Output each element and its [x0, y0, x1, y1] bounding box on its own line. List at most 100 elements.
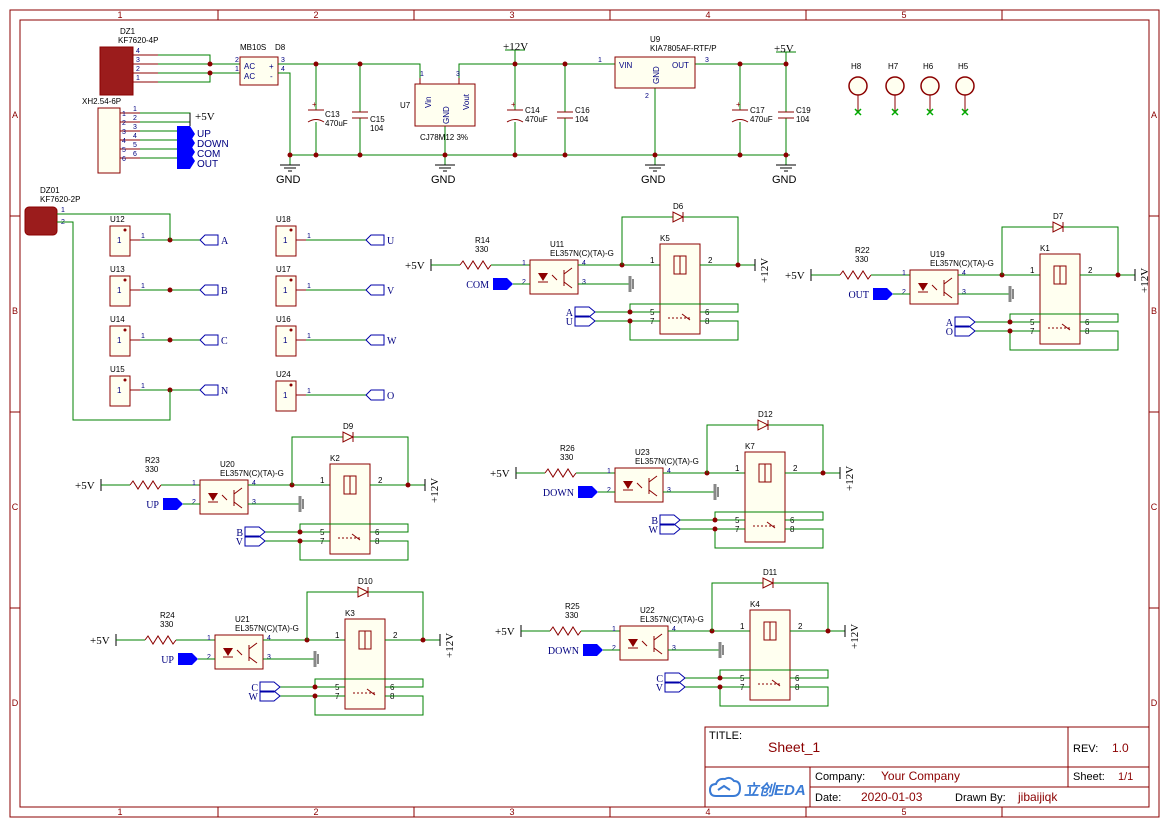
- svg-text:1: 1: [61, 207, 65, 214]
- net-label: A: [946, 318, 954, 329]
- svg-text:1: 1: [117, 286, 122, 295]
- row-label: B: [12, 306, 18, 316]
- net-label: A: [221, 236, 229, 247]
- resistor-ref: R22: [855, 246, 870, 255]
- svg-text:1: 1: [283, 286, 288, 295]
- net-label: W: [249, 692, 259, 703]
- d8-pin-ac: AC: [244, 72, 255, 81]
- mounting-hole: H8: [848, 62, 868, 116]
- col-label: 2: [313, 10, 318, 20]
- u9-ref: U9: [650, 35, 661, 44]
- diode: [357, 586, 370, 598]
- power-flag-12v: +12V: [503, 41, 528, 53]
- svg-text:1: 1: [117, 386, 122, 395]
- row-label: C: [1151, 502, 1158, 512]
- relay-ref: K1: [1040, 244, 1050, 253]
- net-flag-icon: [365, 389, 385, 401]
- gnd-label: GND: [431, 174, 456, 186]
- diode-ref: D11: [763, 568, 778, 577]
- net-label: UP: [146, 500, 159, 511]
- power-flag-5v: +5V: [495, 626, 515, 638]
- net-label: UP: [197, 129, 211, 140]
- svg-text:1: 1: [598, 57, 602, 64]
- svg-text:2: 2: [522, 279, 526, 286]
- relay-channel-k4: +5VR25330U22EL357N(C)(TA)-G1243DOWND11K4…: [495, 568, 861, 707]
- net-flag-icon: [583, 644, 603, 656]
- svg-text:2: 2: [207, 654, 211, 661]
- rev-value: 1.0: [1112, 741, 1129, 755]
- net-label: V: [236, 537, 244, 548]
- power-flag-5v: +5V: [195, 111, 215, 123]
- net-flag-icon: [578, 486, 598, 498]
- company-label: Company:: [815, 771, 865, 783]
- power-flag-12v: +12V: [1139, 268, 1151, 293]
- u9-pin-vin: VIN: [619, 61, 633, 70]
- opto-value: EL357N(C)(TA)-G: [640, 615, 704, 624]
- svg-text:2: 2: [793, 464, 798, 473]
- svg-text:1: 1: [283, 236, 288, 245]
- jumper-ref: U18: [276, 215, 291, 224]
- opto-ref: U19: [930, 250, 945, 259]
- opto-value: EL357N(C)(TA)-G: [235, 624, 299, 633]
- c15-value: 104: [370, 124, 384, 133]
- svg-text:2: 2: [378, 476, 383, 485]
- d8-ref: D8: [275, 43, 286, 52]
- svg-text:1: 1: [117, 336, 122, 345]
- u7-pin-vin: Vin: [424, 97, 433, 108]
- power-flag-5v: +5V: [75, 480, 95, 492]
- svg-text:1: 1: [136, 75, 140, 82]
- relay-ref: K5: [660, 234, 670, 243]
- svg-text:4: 4: [267, 635, 271, 642]
- col-label: 5: [901, 10, 906, 20]
- svg-text:1: 1: [307, 283, 311, 290]
- diode: [757, 419, 770, 431]
- svg-text:+: +: [511, 100, 516, 109]
- gnd-label: GND: [641, 174, 666, 186]
- logo-text: 立创EDA: [744, 781, 806, 799]
- c19-ref: C19: [796, 106, 811, 115]
- net-flag-icon: [954, 325, 976, 337]
- capacitor-c14: [506, 109, 524, 123]
- net-label: W: [387, 336, 397, 347]
- opto-ref: U22: [640, 606, 655, 615]
- c14-ref: C14: [525, 106, 540, 115]
- svg-text:2: 2: [122, 120, 126, 127]
- svg-text:1: 1: [607, 468, 611, 475]
- net-label: V: [387, 286, 395, 297]
- d8-pin-plus: +: [269, 62, 274, 71]
- net-label: B: [651, 516, 658, 527]
- svg-text:1: 1: [307, 333, 311, 340]
- opto-ref: U20: [220, 460, 235, 469]
- svg-text:1: 1: [1030, 266, 1035, 275]
- svg-text:2: 2: [133, 115, 137, 122]
- svg-text:1: 1: [420, 71, 424, 78]
- date-label: Date:: [815, 792, 841, 804]
- svg-text:4: 4: [122, 138, 126, 145]
- resistor-value: 330: [160, 620, 174, 629]
- power-flag-5v: +5V: [90, 635, 110, 647]
- resistor: [549, 626, 582, 636]
- u9-pin-out: OUT: [672, 61, 689, 70]
- svg-text:5: 5: [133, 142, 137, 149]
- net-flag-icon: [163, 498, 183, 510]
- svg-text:1: 1: [735, 464, 740, 473]
- resistor-value: 330: [565, 611, 579, 620]
- u7-pin-gnd: GND: [442, 106, 451, 124]
- svg-text:3: 3: [667, 487, 671, 494]
- col-label: 3: [509, 10, 514, 20]
- svg-text:1: 1: [307, 388, 311, 395]
- bridge-rectifier-d8: [239, 56, 279, 86]
- col-label: 1: [117, 807, 122, 817]
- net-flag-icon: [178, 653, 198, 665]
- svg-text:2: 2: [645, 93, 649, 100]
- jumper-ref: U17: [276, 265, 291, 274]
- net-flag-icon: [244, 535, 266, 547]
- svg-text:3: 3: [281, 57, 285, 64]
- sheet-label: Sheet:: [1073, 771, 1105, 783]
- net-flag-icon: [574, 315, 596, 327]
- power-flag-5v: +5V: [774, 43, 794, 55]
